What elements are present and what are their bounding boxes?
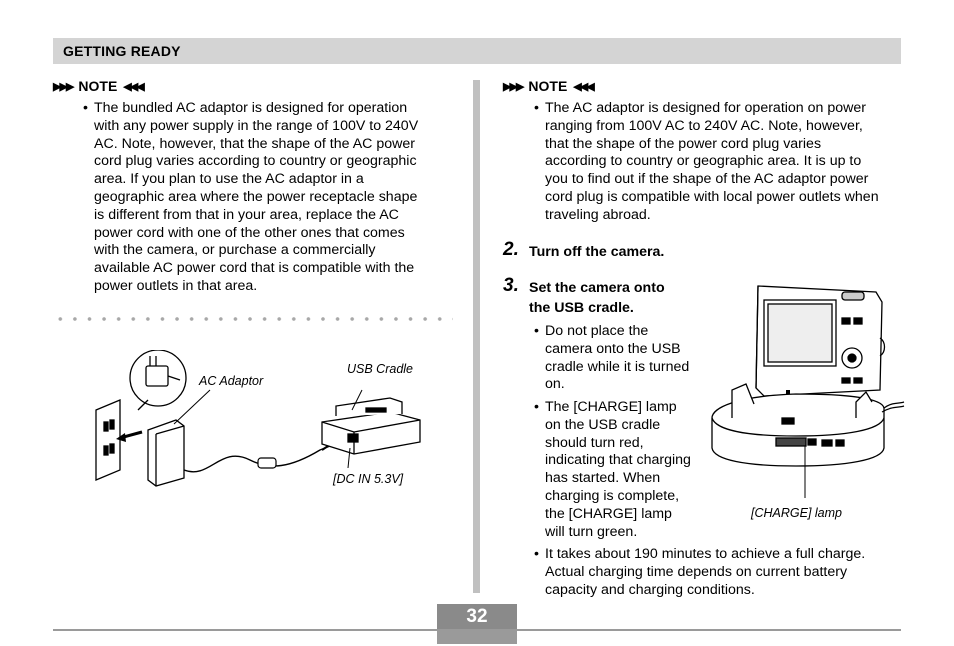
wall-outlet-icon — [95, 399, 121, 481]
step-3-bullet-2: • The [CHARGE] lamp on the USB cradle sh… — [534, 399, 691, 541]
note-line: according to country or geographic area.… — [545, 153, 862, 170]
ferrite-core-icon — [257, 457, 277, 469]
bullet-line: camera onto the USB — [545, 340, 681, 357]
note-line: The bundled AC adaptor is designed for o… — [94, 100, 408, 116]
note-line: power outlets in that area. — [94, 277, 258, 294]
note-line: cord plug is compatible with local power… — [545, 188, 879, 205]
note-line: is different from that in your area, rep… — [94, 206, 399, 223]
ac-adaptor-illustration — [95, 350, 421, 487]
ac-adaptor-icon — [147, 419, 185, 487]
usb-cradle-icon — [321, 397, 421, 455]
usb-cradle-icon — [711, 383, 885, 467]
step-2-text: Turn off the camera. — [529, 244, 665, 260]
section-header-bar: GETTING READY — [53, 38, 901, 64]
step-3-text: Set the camera onto the USB cradle. — [529, 278, 665, 318]
note-marker-right-icon: ◀◀◀ — [573, 80, 594, 93]
bullet-line: Actual charging time depends on current … — [545, 563, 848, 580]
page-number-box-top — [437, 604, 517, 629]
note-line: traveling abroad. — [545, 206, 651, 223]
note-line: cord plug varies according to country or… — [94, 153, 417, 170]
step-3-bullet-1: • Do not place the camera onto the USB c… — [534, 323, 690, 394]
column-divider — [473, 80, 480, 593]
note-bullet-right: • The AC adaptor is designed for operati… — [534, 100, 879, 225]
note-line: available AC power cord that is compatib… — [94, 260, 415, 277]
bullet-line: capacity and charging conditions. — [545, 581, 755, 598]
note-line: ranging from 100V AC to 240V AC. Note, h… — [545, 117, 863, 134]
bullet-dot: • — [534, 546, 539, 562]
step-3-line: the USB cradle. — [529, 300, 634, 316]
note-label: NOTE — [78, 78, 118, 94]
dotted-separator — [53, 317, 453, 321]
bullet-line: has started. When — [545, 470, 661, 487]
bullet-dot: • — [534, 399, 539, 415]
charge-lamp-label: [CHARGE] lamp — [751, 506, 842, 520]
note-bullet-left: • The bundled AC adaptor is designed for… — [83, 100, 419, 296]
dc-in-label: [DC IN 5.3V] — [333, 472, 404, 486]
note-line: AC. Note, however, that the shape of the… — [94, 135, 415, 152]
note-line: with any power supply in the range of 10… — [94, 117, 419, 134]
step-3-number: 3. — [503, 275, 519, 296]
bullet-line: the [CHARGE] lamp — [545, 505, 672, 522]
note-heading-right: ▶▶▶ NOTE ◀◀◀ — [503, 78, 595, 94]
bullet-line: It takes about 190 minutes to achieve a … — [545, 546, 866, 562]
note-line: geographic area where the power receptac… — [94, 188, 418, 205]
bullet-line: on. — [545, 376, 565, 393]
step-2-number: 2. — [503, 239, 519, 260]
bullet-dot: • — [534, 100, 539, 116]
bullet-line: should turn red, — [545, 434, 644, 451]
step-3-bullet-3: • It takes about 190 minutes to achieve … — [534, 546, 866, 599]
ac-adaptor-label: AC Adaptor — [199, 374, 264, 388]
camera-icon — [755, 285, 886, 397]
bullet-dot: • — [83, 100, 88, 116]
note-line: you to find out if the shape of the AC a… — [545, 171, 869, 188]
note-marker-left-icon: ▶▶▶ — [503, 80, 524, 93]
bullet-line: will turn green. — [545, 523, 638, 540]
bullet-dot: • — [534, 323, 539, 339]
insert-arrow-icon — [116, 430, 143, 442]
bullet-line: indicating that charging — [545, 452, 691, 469]
usb-cradle-label: USB Cradle — [347, 362, 413, 376]
power-cable — [183, 445, 331, 473]
plug-callout-icon — [129, 350, 187, 411]
note-heading-left: ▶▶▶ NOTE ◀◀◀ — [53, 78, 145, 94]
page-number-box: 32 — [437, 604, 517, 644]
step-3-line: Set the camera onto — [529, 280, 665, 296]
bullet-line: Do not place the — [545, 323, 649, 339]
bullet-line: The [CHARGE] lamp — [545, 399, 677, 415]
note-line: that the shape of the power cord plug va… — [545, 135, 822, 152]
note-line: The AC adaptor is designed for operation… — [545, 100, 866, 116]
bullet-line: cradle while it is turned — [545, 358, 690, 375]
note-marker-right-icon: ◀◀◀ — [123, 80, 144, 93]
camera-cradle-illustration — [711, 285, 905, 498]
bullet-line: on the USB cradle — [545, 416, 661, 433]
note-marker-left-icon: ▶▶▶ — [53, 80, 74, 93]
note-label: NOTE — [528, 78, 568, 94]
note-line: with the camera, or purchase a commercia… — [94, 242, 376, 259]
bullet-line: charging is complete, — [545, 487, 680, 504]
page-number: 32 — [466, 606, 488, 627]
note-line: area. If you plan to use the AC adaptor … — [94, 171, 364, 188]
section-title: GETTING READY — [63, 43, 181, 59]
note-line: power cord with one of the other ones th… — [94, 224, 405, 241]
